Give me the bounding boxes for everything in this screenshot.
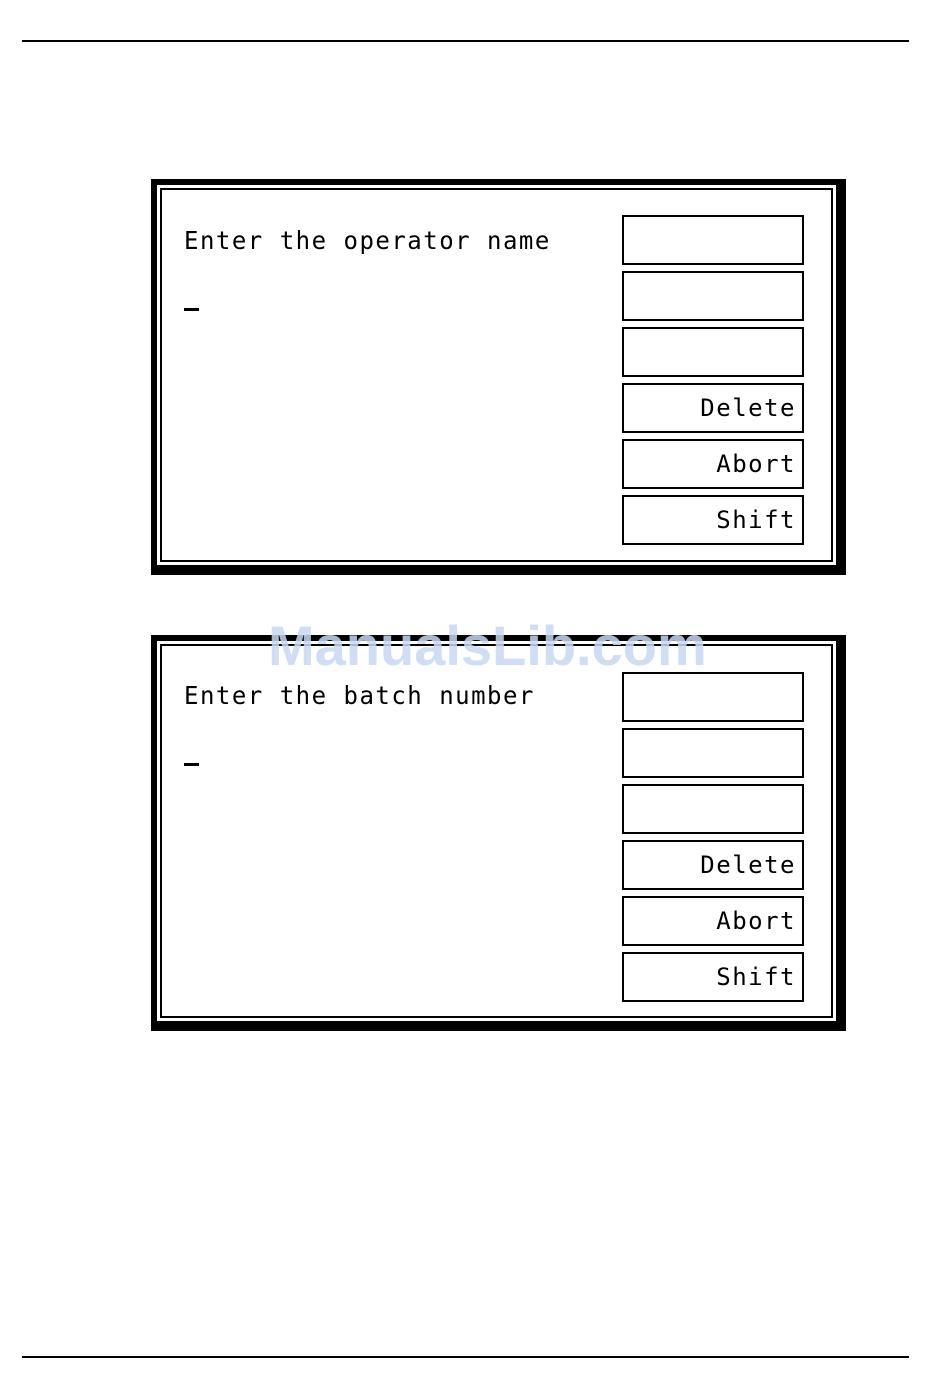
softkey-3[interactable]	[622, 327, 804, 377]
softkey-2[interactable]	[622, 271, 804, 321]
delete-button[interactable]: Delete	[622, 383, 804, 433]
operator-name-screen: Enter the operator name Delete Abort Shi…	[151, 179, 846, 575]
softkey-column: Delete Abort Shift	[622, 215, 804, 551]
abort-button[interactable]: Abort	[622, 439, 804, 489]
softkey-1[interactable]	[622, 672, 804, 722]
page-top-rule	[22, 40, 909, 42]
delete-button[interactable]: Delete	[622, 840, 804, 890]
softkey-2[interactable]	[622, 728, 804, 778]
page-bottom-rule	[22, 1356, 909, 1358]
text-cursor[interactable]	[184, 763, 199, 766]
screen-frame: Enter the batch number Delete Abort Shif…	[160, 644, 833, 1018]
shift-button[interactable]: Shift	[622, 495, 804, 545]
softkey-3[interactable]	[622, 784, 804, 834]
abort-button[interactable]: Abort	[622, 896, 804, 946]
batch-number-screen: Enter the batch number Delete Abort Shif…	[151, 635, 846, 1031]
softkey-1[interactable]	[622, 215, 804, 265]
screen-frame: Enter the operator name Delete Abort Shi…	[160, 188, 833, 562]
prompt-text: Enter the batch number	[184, 683, 535, 708]
text-cursor[interactable]	[184, 308, 199, 311]
shift-button[interactable]: Shift	[622, 952, 804, 1002]
softkey-column: Delete Abort Shift	[622, 672, 804, 1008]
prompt-text: Enter the operator name	[184, 228, 551, 253]
